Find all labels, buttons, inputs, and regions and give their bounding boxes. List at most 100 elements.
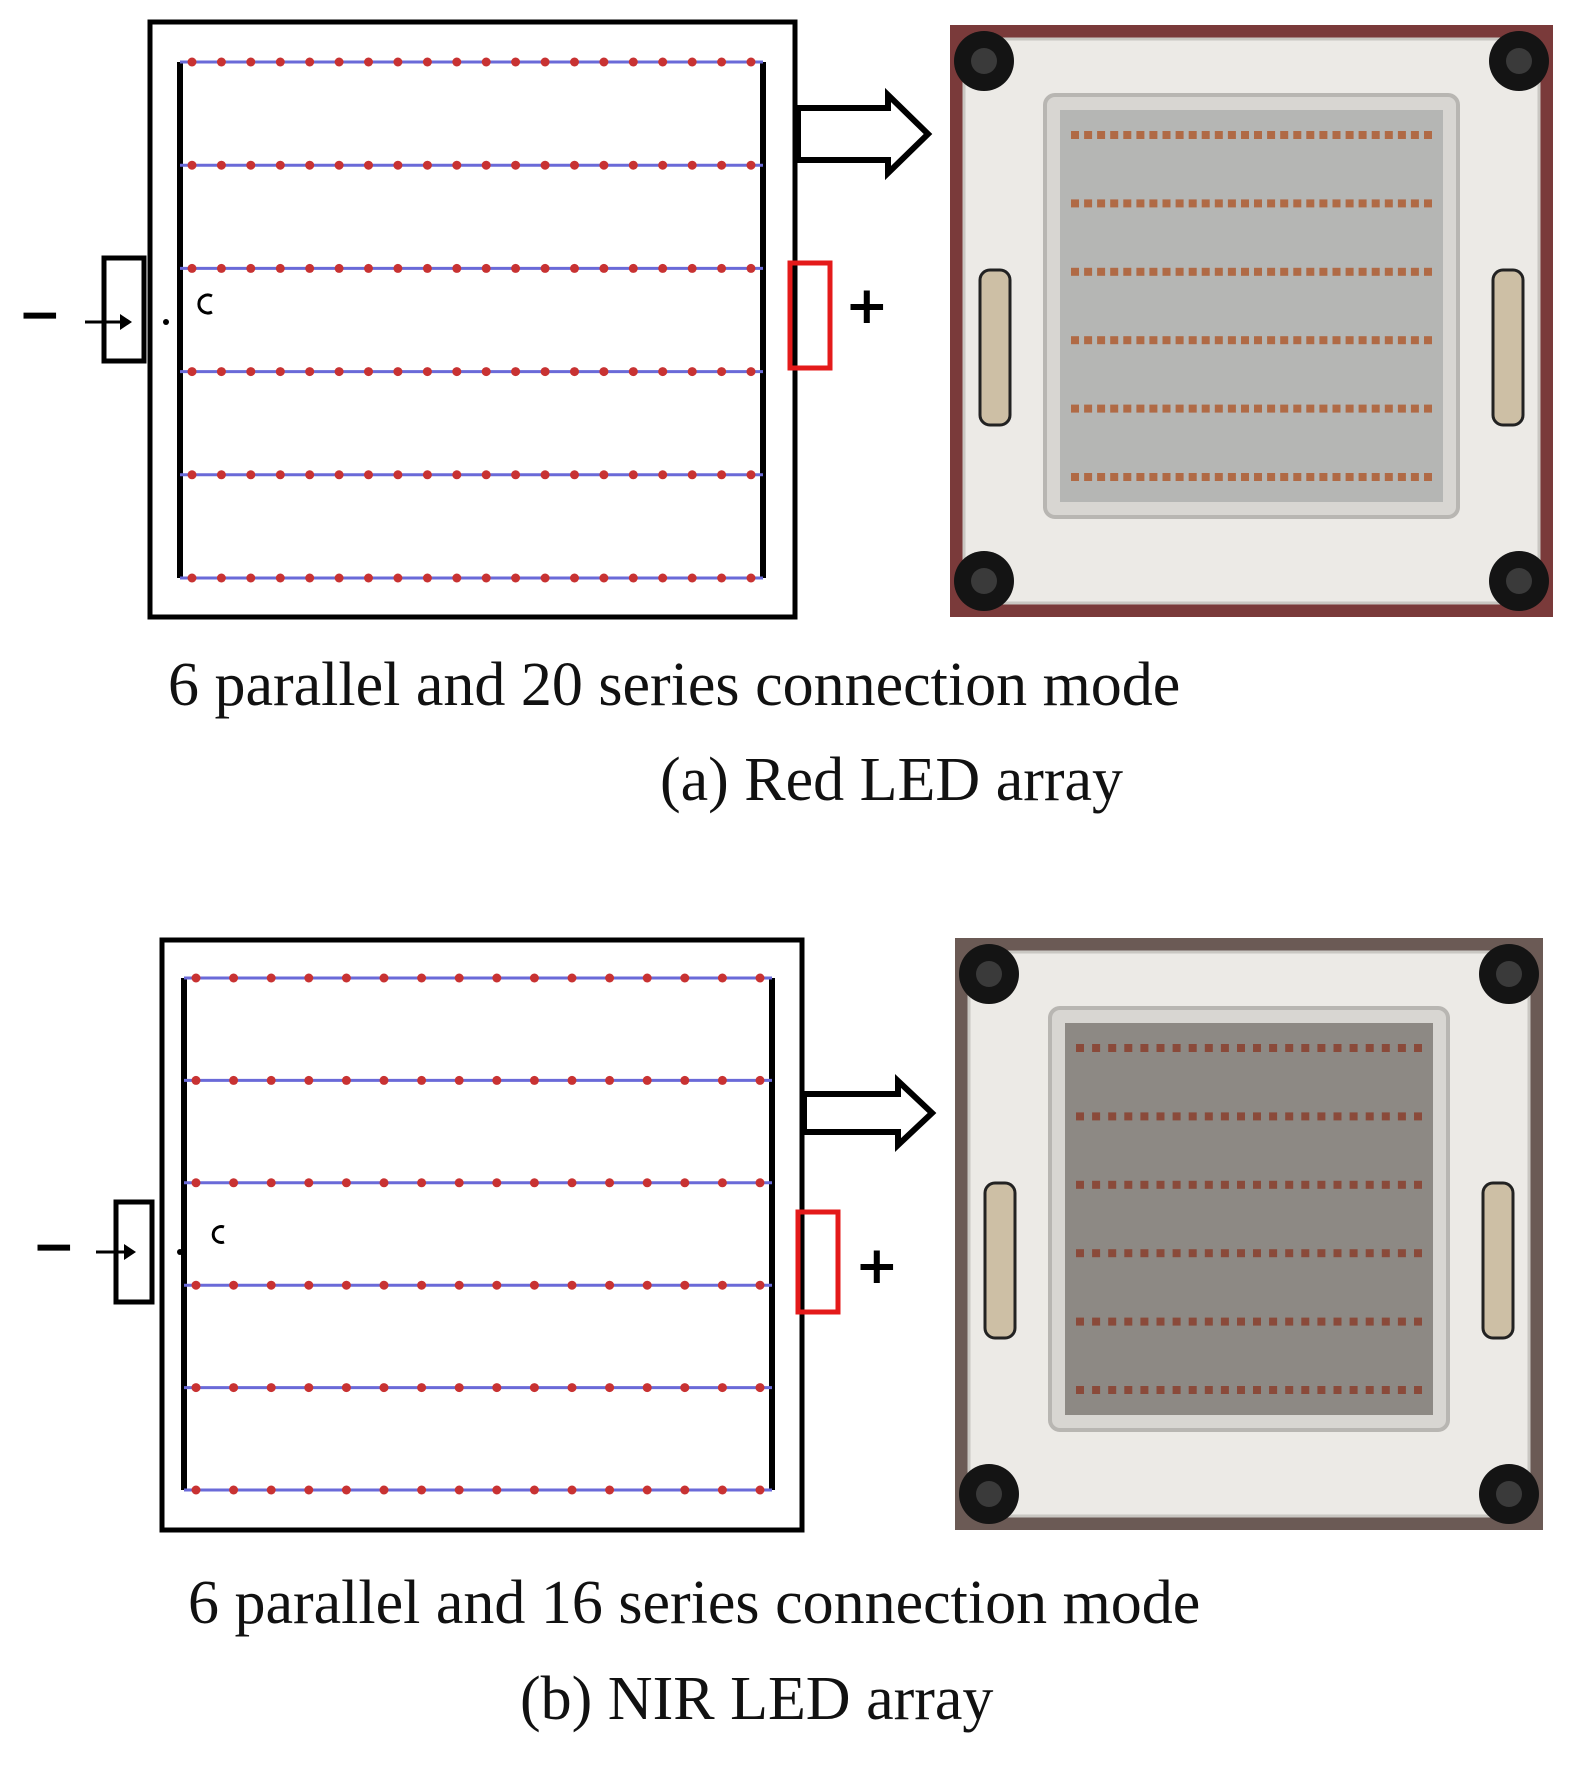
led-dot — [567, 1383, 577, 1393]
photo-led-chip — [1108, 1180, 1117, 1189]
positive-sign: + — [855, 1236, 899, 1296]
photo-led-chip — [1301, 1112, 1310, 1121]
led-string — [180, 160, 763, 170]
junction-dot — [163, 319, 169, 325]
photo-led-chip — [1332, 267, 1341, 276]
photo-led-chip — [1371, 199, 1380, 208]
led-dot — [191, 1075, 201, 1085]
photo-led-chip — [1317, 1112, 1326, 1121]
led-dot — [746, 263, 756, 273]
led-dot — [570, 470, 579, 480]
photo-led-chip — [1110, 336, 1119, 345]
led-dot — [266, 1383, 276, 1393]
led-dot — [746, 367, 756, 377]
photo-led-chip — [1188, 267, 1197, 276]
photo-led-chip — [1227, 267, 1236, 276]
photo-led-chip — [1237, 1386, 1245, 1394]
photo-led-chip — [1241, 131, 1249, 139]
photo-led-chip — [1124, 1112, 1133, 1121]
photo-led-chip — [1397, 1180, 1406, 1189]
led-dot — [305, 160, 315, 170]
photo-led-chip — [1253, 1386, 1261, 1394]
led-dot — [658, 263, 668, 273]
photo-led-chip — [1140, 1317, 1149, 1326]
led-dot — [540, 263, 550, 273]
photo-led-chip — [1092, 1249, 1101, 1258]
photo-led-chip — [1358, 199, 1367, 208]
photo-led-chip — [1358, 404, 1367, 413]
led-dot — [755, 1383, 765, 1393]
photo-led-chip — [1201, 131, 1210, 139]
led-dot — [334, 470, 344, 480]
photo-led-chip — [1253, 1044, 1261, 1052]
led-dot — [642, 1383, 652, 1393]
led-dot — [567, 1485, 577, 1495]
photo-led-chip — [1156, 1249, 1165, 1258]
photo-led-chip — [1220, 1112, 1229, 1121]
led-die-area — [1065, 1023, 1433, 1415]
photo-led-chip — [1424, 199, 1432, 208]
led-dot — [599, 367, 609, 377]
photo-led-chip — [1293, 473, 1302, 481]
led-dot — [305, 367, 315, 377]
photo-led-chip — [1201, 404, 1210, 413]
photo-led-chip — [1124, 1317, 1133, 1326]
photo-led-chip — [1108, 1044, 1117, 1052]
led-dot — [393, 57, 403, 67]
photo-led-chip — [1254, 199, 1262, 208]
led-dot — [540, 367, 550, 377]
photo-led-chip — [1397, 1249, 1406, 1258]
photo-led-chip — [1214, 404, 1223, 413]
led-dot — [687, 470, 697, 480]
photo-led-chip — [1237, 1249, 1245, 1258]
led-dot — [717, 573, 727, 583]
photo-led-chip — [1123, 336, 1132, 345]
photo-led-chip — [1414, 1112, 1422, 1121]
photo-led-chip — [1188, 199, 1197, 208]
circuit-outer-frame — [147, 19, 798, 620]
photo-led-chip — [1071, 131, 1079, 139]
nir-led-diagram — [96, 937, 1543, 1533]
photo-led-chip — [1188, 336, 1197, 345]
led-dot — [642, 973, 652, 983]
photo-led-chip — [1123, 131, 1132, 139]
hollow-right-arrow-icon — [795, 87, 933, 181]
led-string — [184, 1075, 772, 1085]
led-dot — [341, 1485, 351, 1495]
led-string — [180, 470, 763, 480]
photo-led-chip — [1317, 1044, 1326, 1052]
photo-led-chip — [1254, 267, 1262, 276]
photo-led-chip — [1381, 1386, 1390, 1394]
photo-led-chip — [1076, 1317, 1084, 1326]
photo-led-chip — [1162, 131, 1171, 139]
photo-led-chip — [1424, 267, 1432, 276]
photo-led-chip — [1414, 1386, 1422, 1394]
led-strings — [184, 973, 772, 1495]
led-dot — [364, 263, 373, 273]
led-dot — [417, 1485, 427, 1495]
photo-led-chip — [1410, 267, 1419, 276]
led-dot — [511, 263, 521, 273]
photo-led-chip — [1269, 1317, 1278, 1326]
photo-led-chip — [1267, 267, 1276, 276]
led-dot — [755, 973, 765, 983]
led-dot — [717, 160, 727, 170]
screw-center — [971, 48, 997, 74]
photo-led-chip — [1319, 404, 1328, 413]
photo-led-chip — [1301, 1317, 1310, 1326]
photo-led-chip — [1097, 267, 1106, 276]
photo-led-chip — [1365, 1180, 1374, 1189]
led-dot — [229, 1075, 239, 1085]
photo-led-chip — [1188, 1044, 1197, 1052]
led-dot — [529, 973, 539, 983]
photo-led-chip — [1110, 199, 1119, 208]
screw-center — [1496, 1481, 1522, 1507]
photo-led-chip — [1293, 404, 1302, 413]
photo-led-chip — [1188, 1317, 1197, 1326]
photo-led-chip — [1237, 1044, 1245, 1052]
photo-led-chip — [1285, 1249, 1294, 1258]
photo-led-chip — [1162, 404, 1171, 413]
photo-led-chip — [1071, 336, 1079, 345]
photo-led-chip — [1175, 267, 1184, 276]
photo-led-chip — [1241, 473, 1249, 481]
